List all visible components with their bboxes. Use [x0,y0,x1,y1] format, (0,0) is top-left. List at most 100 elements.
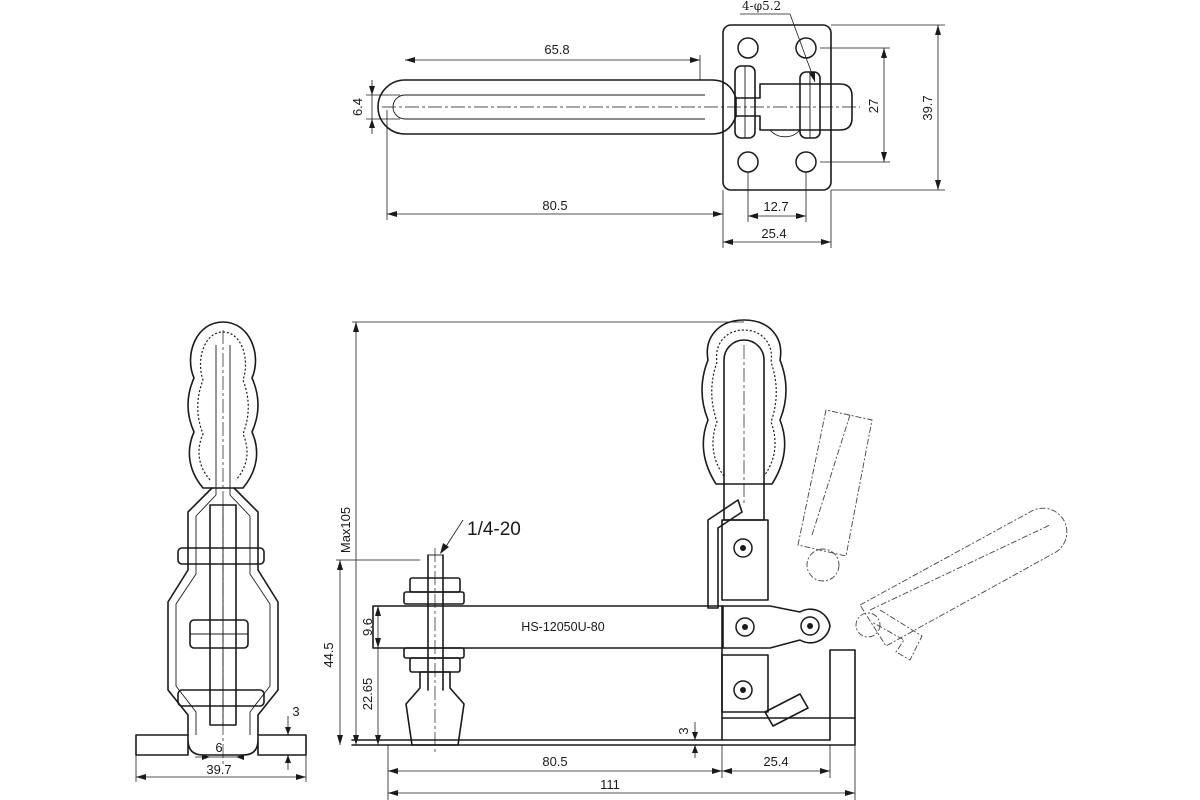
dim-arrow [440,543,449,554]
front-spindle-tip [405,671,465,746]
dim-arrow [375,606,381,616]
dim-side-base-width: 39.7 [206,762,231,777]
dim-top-base-height: 39.7 [920,95,935,120]
dim-side-base-thickness: 3 [292,704,299,719]
dim-arrow [353,735,359,745]
side-grip-outline [187,321,259,489]
side-frame-left [167,487,213,736]
dim-side-slot: 6 [215,740,222,755]
dim-arrow [845,790,855,796]
dim-arrow [388,768,398,774]
top-base-plate [722,24,832,191]
thread-callout: 1/4-20 [467,519,521,540]
front-pivot-right-dot [807,623,813,629]
dim-front-base-length: 25.4 [763,754,788,769]
ghost-centerline [811,414,851,536]
dim-arrow [692,745,698,753]
dim-arrow [820,768,830,774]
dim-arrow [935,180,941,190]
top-hole-tr [795,37,817,59]
ghost-handle-upright [797,409,873,557]
side-view: 3 6 39.7 [135,321,307,782]
top-hole-br [795,151,817,173]
top-hole-tl [737,37,759,59]
ghost-pivot [806,548,840,582]
dim-top-handle-width: 6.4 [350,98,365,116]
top-hole-bl [737,151,759,173]
dim-arrow [296,774,306,780]
dim-arrow [388,790,398,796]
dim-top-handle-length: 65.8 [544,42,569,57]
front-link-arm [721,519,769,601]
dim-arrow [748,213,758,219]
side-grip-pattern [197,331,249,481]
front-pivot-housing [721,605,831,649]
dim-arrow [369,119,375,128]
front-handle-stem [723,339,765,521]
front-clamp-bar [372,605,724,649]
front-pivot-middle-dot [742,624,748,630]
hole-callout: 4-φ5.2 [742,0,781,13]
thread-leader [444,519,464,549]
dim-arrow [375,735,381,745]
dim-arrow [935,25,941,35]
ghost-centerline [869,524,1051,611]
dim-top-base-width: 25.4 [761,226,786,241]
front-model-label: HS-12050U-80 [521,620,604,634]
dim-front-base-thickness: 3 [676,727,691,734]
front-view: HS-12050U-80 [321,319,1068,800]
hole-callout-leader [789,13,816,83]
side-pin-upper [177,547,265,565]
front-stop-block [764,693,809,727]
dim-top-hole-pitch-y: 27 [866,99,881,113]
front-nut-lower [403,647,465,659]
top-handle-outline [377,79,737,135]
dim-arrow [722,768,732,774]
dim-top-hole-pitch-x: 12.7 [763,199,788,214]
dim-arrow [387,211,397,217]
dim-front-bar-thickness: 9.6 [360,618,375,636]
front-nut-upper-2 [403,591,465,605]
dim-arrow [690,57,700,63]
side-frame-right [233,487,279,736]
dim-arrow [285,727,291,735]
dim-arrow [692,732,698,740]
top-view: 65.8 6.4 80.5 12.7 25.4 27 [350,0,945,248]
ghost-handle-open [859,507,1068,647]
dim-arrow [405,57,415,63]
front-lower-link [721,654,769,713]
dim-arrow [723,239,733,245]
front-grip-pattern [711,329,777,477]
side-frame-inner [175,494,271,735]
front-pivot-upper-dot [740,545,746,551]
dim-arrow [881,48,887,58]
dim-arrow [796,213,806,219]
front-latch [707,499,743,609]
top-pivot-arc [769,129,801,138]
dim-front-max-height: Max105 [338,507,353,553]
dim-arrow [285,755,291,763]
dim-arrow [353,322,359,332]
dim-arrow [136,774,146,780]
dim-front-overall-length: 111 [600,777,620,792]
dim-front-bar-height: 22.65 [360,678,375,711]
dim-arrow [713,211,723,217]
dim-top-overall: 80.5 [542,198,567,213]
dim-arrow [712,768,722,774]
front-grip-outline [701,319,787,485]
top-pivot-body [735,83,853,131]
dim-arrow [369,86,375,95]
dim-arrow [337,735,343,745]
dim-front-bar-reach: 80.5 [542,754,567,769]
front-pivot-lower-dot [740,687,746,693]
dim-arrow [881,152,887,162]
ghost-pivot [855,612,881,638]
dim-arrow [202,754,210,760]
dim-arrow [375,638,381,648]
side-pin-lower [177,689,265,707]
dim-arrow [821,239,831,245]
ghost-latch [871,609,923,661]
dim-front-spindle-height: 44.5 [321,642,336,667]
dim-arrow [236,754,244,760]
